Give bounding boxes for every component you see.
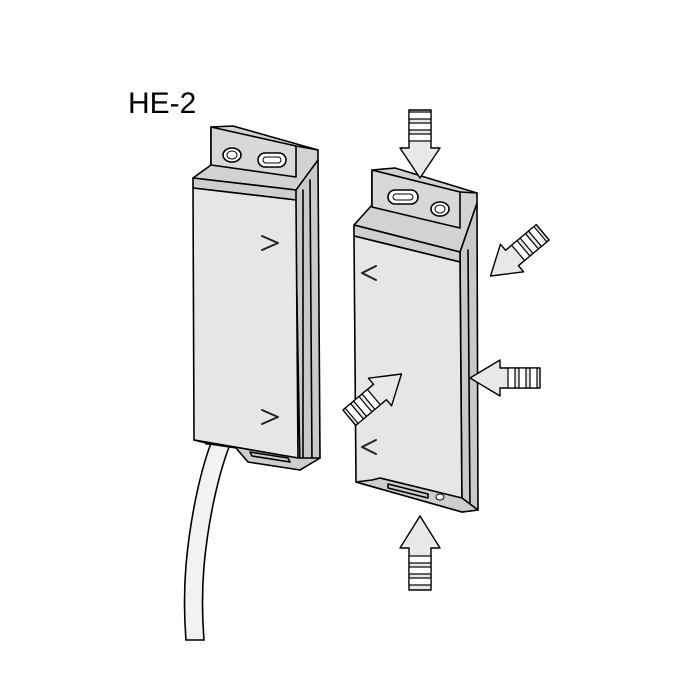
arrow-left-middle [342, 373, 403, 427]
sensor-chevron-bottom [261, 409, 279, 425]
sensor-cable [183, 437, 233, 641]
arrow-bottom-up [399, 515, 441, 591]
arrow-right-middle [469, 359, 541, 397]
sensor-left [183, 125, 321, 641]
sensor-side-face [294, 159, 321, 471]
arrow-top-down [399, 109, 441, 179]
actuator-hole-slot [387, 189, 419, 205]
sensor-chevron-top [261, 235, 279, 251]
mount-hole-round [222, 147, 242, 163]
model-label: HE-2 [128, 87, 196, 120]
arrow-right-upper [489, 223, 550, 277]
actuator-right [353, 167, 479, 513]
actuator-chevron-bottom [361, 439, 377, 455]
actuator-hole-round [430, 201, 450, 217]
mount-hole-slot [257, 152, 287, 168]
sensor-front-face [192, 187, 299, 459]
actuator-chevron-top [361, 265, 377, 281]
